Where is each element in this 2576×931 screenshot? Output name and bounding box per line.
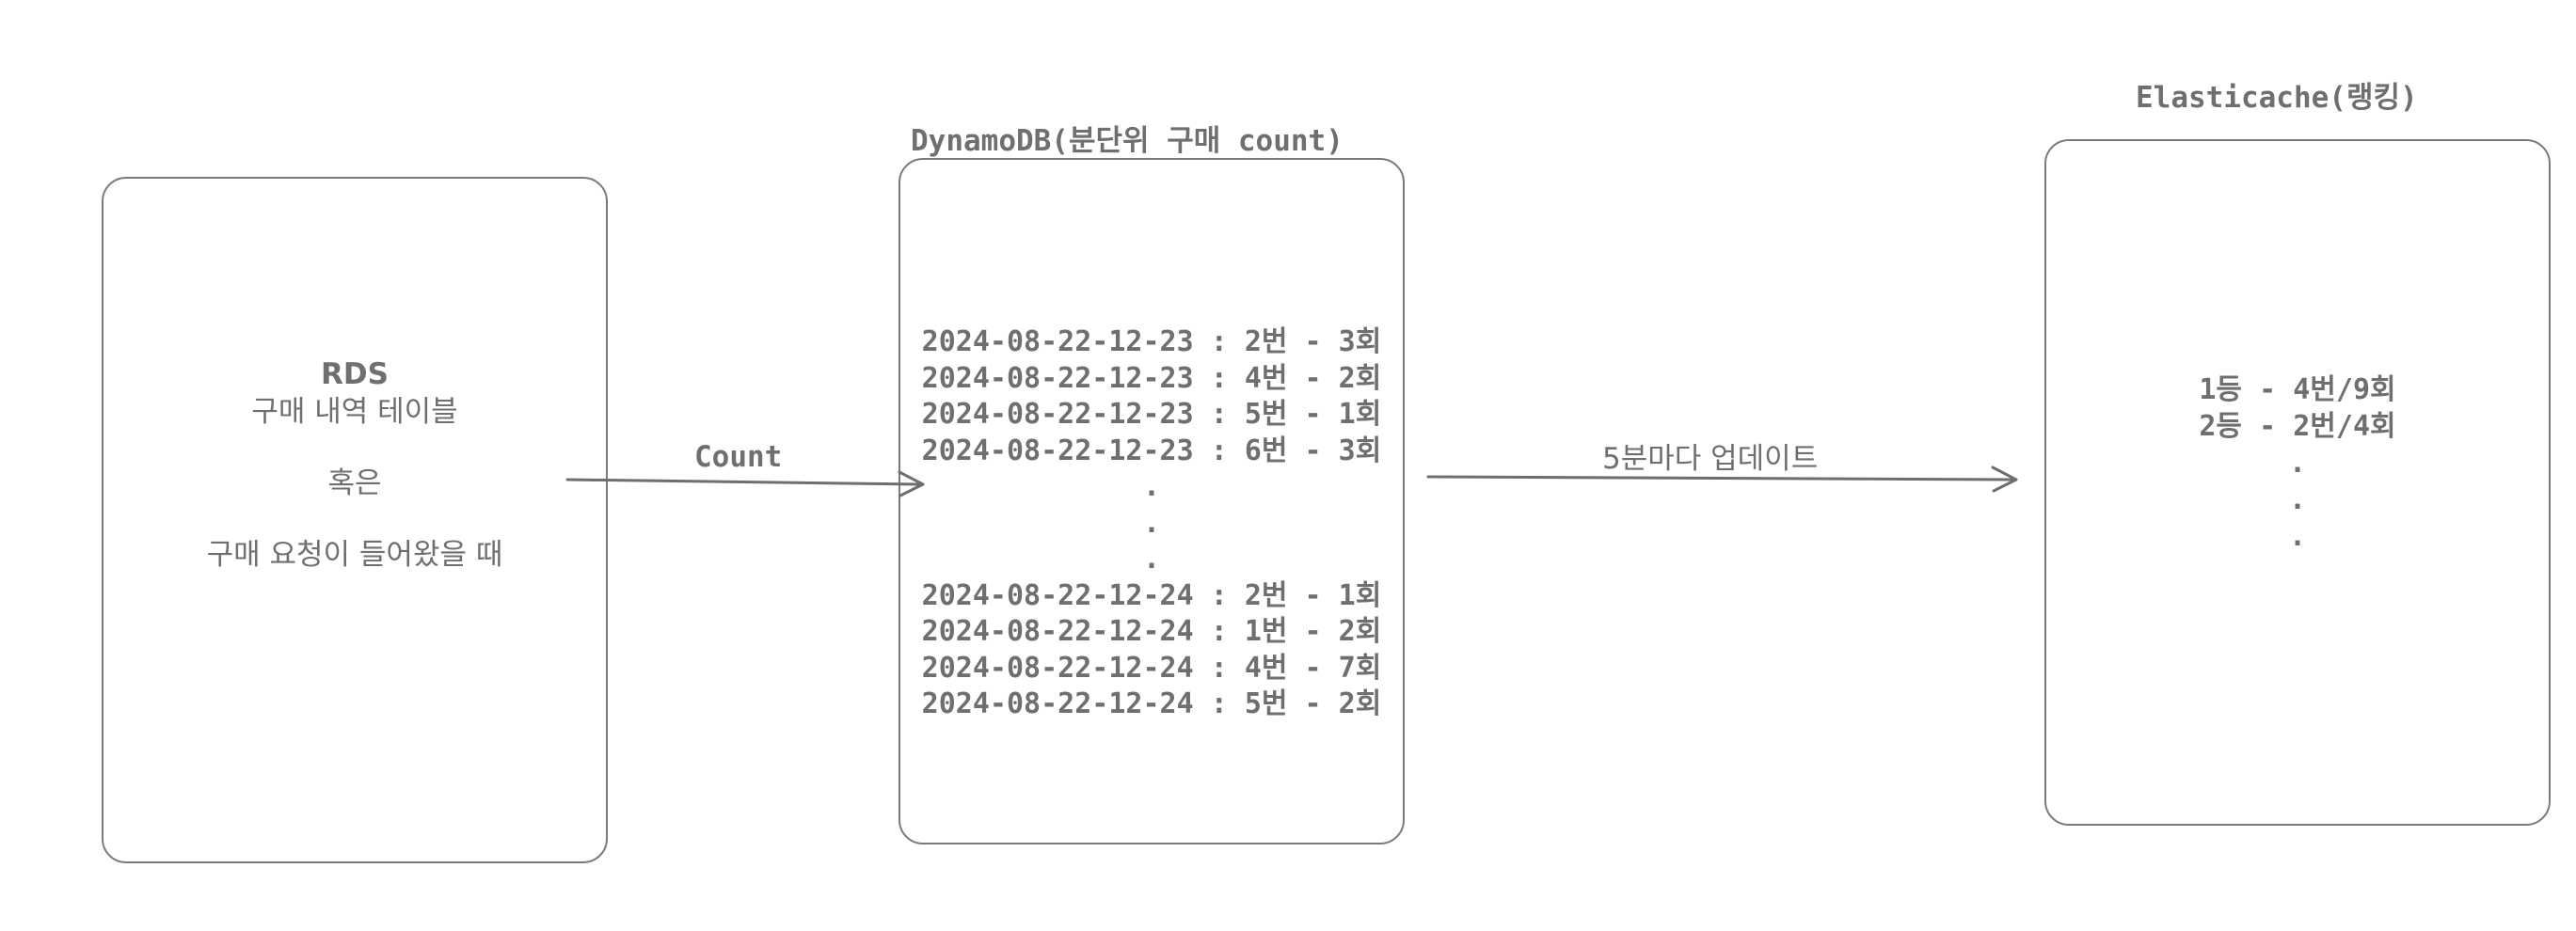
count-arrow-label: Count — [694, 440, 783, 474]
elasticache-box — [2044, 139, 2551, 826]
rds-line-purchase-table: 구매 내역 테이블 — [251, 395, 458, 429]
dynamodb-entry: 2024-08-22-12-24 : 2번 - 1회 — [921, 578, 1382, 612]
dynamodb-box — [898, 158, 1405, 844]
rds-title: RDS — [321, 357, 389, 391]
rds-line-purchase-request: 구매 요청이 들어왔을 때 — [206, 538, 503, 572]
update-arrow-label: 5분마다 업데이트 — [1602, 442, 1819, 476]
ranking-ellipsis-dot: . — [2288, 520, 2307, 553]
rds-line-or: 혹은 — [327, 466, 382, 500]
dynamodb-entry: 2024-08-22-12-24 : 4번 - 7회 — [921, 651, 1382, 685]
ranking-entry: 1등 - 4번/9회 — [2199, 373, 2396, 406]
dynamodb-title: DynamoDB(분단위 구매 count) — [911, 124, 1344, 158]
dynamodb-entry: 2024-08-22-12-23 : 5번 - 1회 — [921, 398, 1382, 431]
dynamodb-ellipsis-dot: . — [1142, 543, 1161, 576]
ranking-entry: 2등 - 2번/4회 — [2199, 410, 2396, 443]
elasticache-ranking-list: 1등 - 4번/9회 2등 - 2번/4회 . . . — [2044, 371, 2551, 555]
rds-content: RDS 구매 내역 테이블 혹은 구매 요청이 들어왔을 때 — [102, 355, 608, 574]
dynamodb-entry: 2024-08-22-12-24 : 5번 - 2회 — [921, 687, 1382, 720]
count-arrow — [565, 470, 925, 497]
dynamodb-ellipsis-dot: . — [1142, 470, 1161, 503]
dynamodb-entry: 2024-08-22-12-23 : 6번 - 3회 — [921, 434, 1382, 467]
update-arrow — [1426, 466, 2018, 493]
dynamodb-ellipsis-dot: . — [1142, 506, 1161, 540]
rds-box — [102, 177, 608, 863]
dynamodb-entry: 2024-08-22-12-23 : 4번 - 2회 — [921, 361, 1382, 395]
dynamodb-entry: 2024-08-22-12-23 : 2번 - 3회 — [921, 325, 1382, 358]
ranking-ellipsis-dot: . — [2288, 447, 2307, 480]
ranking-ellipsis-dot: . — [2288, 483, 2307, 516]
elasticache-title: Elasticache(랭킹) — [2136, 81, 2418, 115]
dynamodb-entry-list: 2024-08-22-12-23 : 2번 - 3회 2024-08-22-12… — [898, 324, 1405, 723]
dynamodb-entry: 2024-08-22-12-24 : 1번 - 2회 — [921, 615, 1382, 648]
